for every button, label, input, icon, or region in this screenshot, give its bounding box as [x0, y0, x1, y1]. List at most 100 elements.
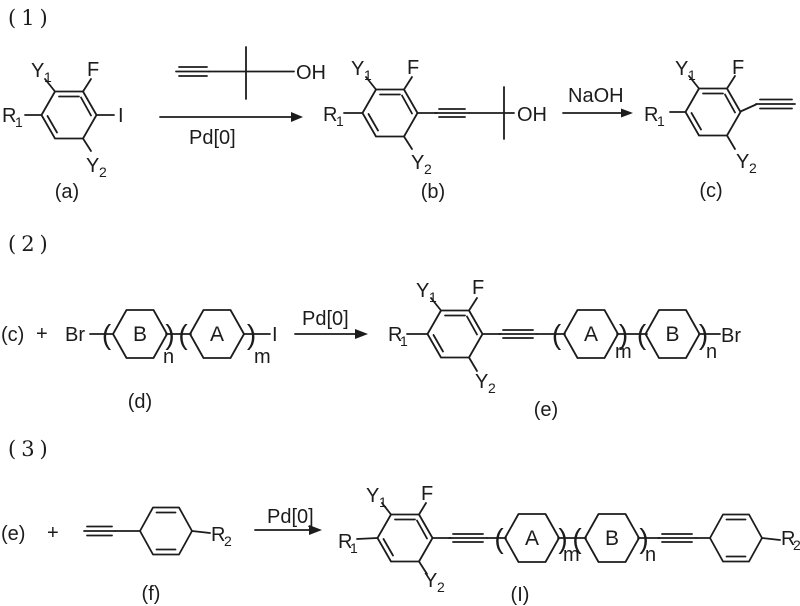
structure-d: Br ( B ) n ( A ) m I (d) [65, 309, 278, 413]
bond-r2 [191, 530, 211, 534]
label-r1: R [338, 531, 352, 553]
label-oh: OH [296, 62, 326, 84]
label-f: F [87, 59, 99, 81]
bond-y2 [468, 356, 478, 372]
bond-y2 [726, 134, 736, 150]
reaction-arrow-1: Pd[0] [159, 112, 303, 149]
catalyst-label: Pd[0] [302, 308, 349, 330]
benzene-ring [40, 90, 98, 140]
bond-f [82, 78, 92, 93]
bracket-open: ( [102, 319, 112, 350]
subscript-n: n [706, 341, 717, 363]
label-y2-sub: 2 [488, 380, 496, 396]
reaction-arrow-3: Pd[0] [254, 506, 322, 535]
arrow-head [291, 112, 303, 122]
bracket-open: ( [572, 523, 582, 554]
label-r1: R [2, 105, 16, 127]
subscript-n: n [645, 544, 656, 566]
benzene-ring [709, 513, 763, 563]
label-r2: R [211, 524, 225, 546]
label-y2-sub: 2 [99, 164, 107, 180]
bracket-close: ) [165, 319, 174, 350]
bracket-open: ( [637, 319, 647, 350]
label-y2-sub: 2 [437, 579, 445, 595]
benzene-ring [376, 513, 434, 563]
label-y1: Y [31, 60, 44, 82]
benzene-ring [684, 87, 742, 137]
compound-label-e: (e) [534, 399, 558, 421]
structure-b: OH Y 1 F R 1 Y 2 (b) [323, 57, 547, 203]
bond-y2 [82, 137, 92, 152]
bond-r2 [761, 537, 781, 541]
label-y2: Y [86, 155, 99, 177]
subscript-m: m [254, 346, 271, 368]
label-r1-sub: 1 [400, 333, 408, 349]
reagent-label-naoh: NaOH [568, 85, 624, 107]
subscript-m: m [615, 341, 632, 363]
benzene-ring [361, 88, 419, 138]
label-y1: Y [366, 485, 379, 507]
structure-a: Y 1 F R 1 I Y 2 (a) [2, 59, 124, 203]
bracket-close: ) [699, 319, 708, 350]
reagent-methylbutynol: OH [175, 46, 326, 100]
label-r1: R [644, 104, 658, 126]
compound-label-a: (a) [55, 181, 79, 203]
reaction-arrow-naoh: NaOH [562, 85, 633, 118]
structure-c: Y 1 F R 1 Y 2 (c) [644, 57, 796, 202]
chain-bond [739, 103, 757, 113]
label-y1-sub: 1 [44, 69, 52, 85]
compound-ref-e: (e) [1, 523, 25, 545]
label-iodine: I [118, 105, 124, 127]
label-r1: R [388, 324, 402, 346]
section-1-label: (1) [8, 6, 53, 30]
reactant-c-reference: (c) + [1, 323, 48, 346]
bond-y2 [418, 560, 428, 575]
bond-y1 [381, 502, 392, 516]
plus-sign: + [47, 522, 59, 544]
label-br: Br [721, 325, 741, 347]
section-2-label: (2) [8, 232, 53, 256]
bracket-open: ( [178, 319, 188, 350]
ring-B-label: B [665, 323, 679, 346]
label-y1: Y [416, 280, 429, 302]
bond-y2 [403, 135, 413, 150]
bracket-close: ) [558, 523, 567, 554]
label-y2: Y [411, 152, 424, 174]
label-f: F [732, 57, 744, 79]
label-y2-sub: 2 [749, 160, 757, 176]
label-f: F [472, 277, 484, 299]
bracket-close: ) [247, 319, 256, 350]
label-y2: Y [475, 371, 488, 393]
plus-sign: + [36, 323, 48, 345]
label-y1-sub: 1 [429, 289, 437, 305]
benzene-ring [426, 309, 484, 359]
label-r2: R [781, 528, 795, 550]
benzene-ring [139, 506, 193, 556]
label-r1: R [323, 104, 337, 126]
label-br: Br [65, 324, 85, 346]
label-iodine: I [272, 324, 278, 346]
bond-r1 [356, 537, 379, 540]
ring-B-label: B [133, 323, 147, 346]
label-r2-sub: 2 [793, 537, 800, 553]
label-r1-sub: 1 [15, 114, 23, 130]
bond-y1 [44, 78, 56, 93]
label-f: F [407, 57, 419, 79]
label-y1: Y [675, 58, 688, 80]
label-r1-sub: 1 [336, 113, 344, 129]
ring-A-label: A [584, 323, 598, 346]
bond-y1 [430, 297, 442, 312]
compound-label-d: (d) [128, 391, 152, 413]
compound-label-b: (b) [421, 181, 445, 203]
label-y1-sub: 1 [688, 67, 696, 83]
bond-y1 [365, 76, 377, 91]
compound-label-final: (I) [511, 584, 530, 606]
ring-A-label: A [210, 323, 224, 346]
catalyst-label: Pd[0] [189, 127, 236, 149]
bond-f [468, 297, 478, 312]
subscript-m: m [563, 544, 580, 566]
label-r1-sub: 1 [657, 113, 665, 129]
arrow-head [621, 108, 633, 118]
label-r2-sub: 2 [224, 533, 232, 549]
